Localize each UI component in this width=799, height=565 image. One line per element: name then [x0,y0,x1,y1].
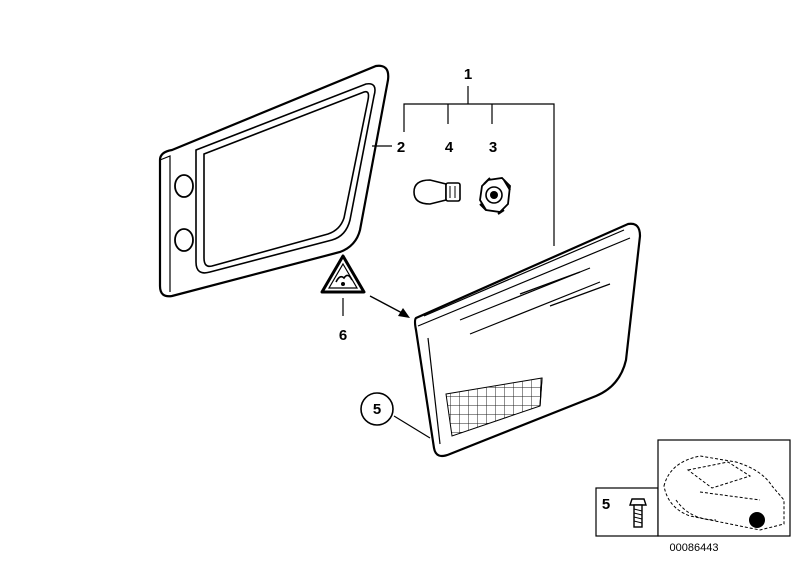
socket-icon[interactable] [479,177,511,215]
diagram-id: 00086443 [670,542,719,554]
assembly-bracket [403,86,555,246]
warning-label-icon[interactable] [320,254,366,294]
bulb-icon[interactable] [413,179,461,205]
callout-4: 4 [445,139,454,156]
callout-3: 3 [489,139,497,156]
callout-5: 5 [373,401,381,418]
screw-icon[interactable] [629,498,647,528]
car-location-icon [663,455,785,531]
lamp-leader [393,415,431,439]
callout-1: 1 [464,66,472,83]
inset-car-box [657,439,791,537]
location-marker [749,512,765,528]
gasket-frame[interactable] [158,64,390,298]
inset-ref-number: 5 [602,496,610,513]
placement-arrow [369,295,410,318]
callout-2: 2 [397,139,405,156]
inset-panel: 5 00086443 [595,439,791,554]
callout-6: 6 [339,327,347,344]
lamp-callout-circle [360,392,394,426]
tail-light-lamp[interactable] [413,222,642,458]
